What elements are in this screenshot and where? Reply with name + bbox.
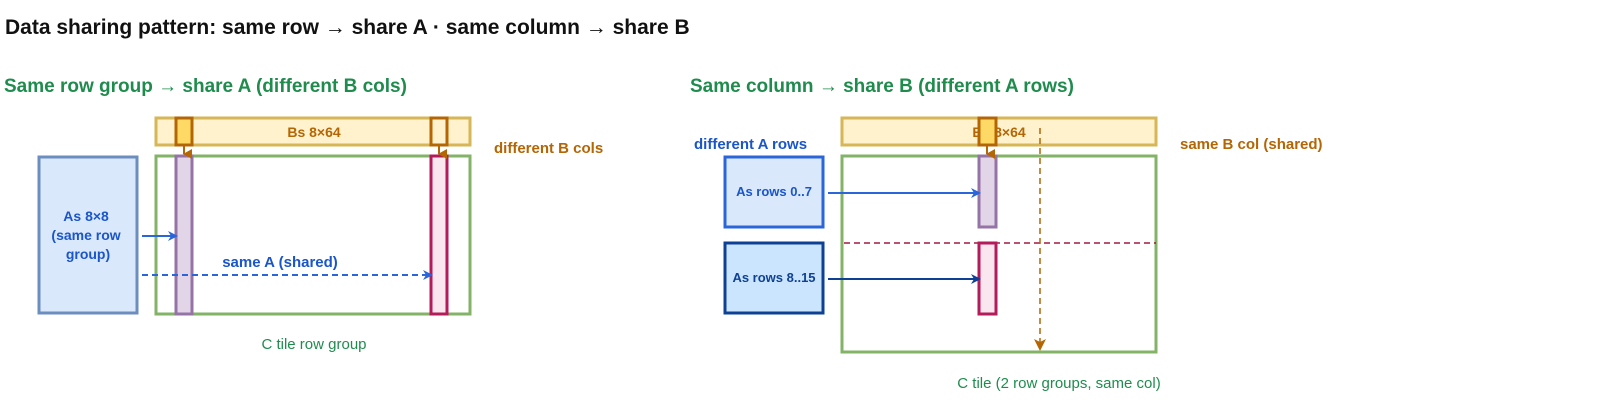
- left-caption: C tile row group: [261, 336, 366, 353]
- left-heading: Same row group → share A (different B co…: [4, 76, 407, 97]
- page-title: Data sharing pattern: same row → share A…: [5, 16, 690, 39]
- left-c-tile: [154, 154, 472, 316]
- right-same-b-col-label: same B col (shared): [1180, 136, 1323, 153]
- right-caption: C tile (2 row groups, same col): [957, 375, 1160, 392]
- right-purple-column: [977, 154, 998, 229]
- right-as-bottom-box: [723, 241, 825, 315]
- left-bs-tab-2: [429, 116, 449, 147]
- left-as-box: [37, 155, 139, 315]
- left-as-label-line3: group): [66, 246, 110, 262]
- right-crimson-column: [977, 241, 998, 316]
- left-different-b-cols-label: different B cols: [494, 140, 603, 157]
- right-bs-strip: [840, 116, 1158, 147]
- left-bs-label: Bs 8×64: [287, 124, 341, 140]
- left-bs-tab-1: [174, 116, 194, 147]
- left-as-label-line2: (same row: [51, 227, 120, 243]
- left-crimson-column: [429, 154, 449, 316]
- left-as-label: As 8×8 (same row group): [51, 208, 124, 262]
- right-different-a-rows-label: different A rows: [694, 136, 807, 153]
- right-panel: Same column → share B (different A rows)…: [690, 76, 1323, 392]
- right-c-tile: [840, 154, 1158, 354]
- right-bs-tab: [977, 116, 998, 147]
- right-as-top-box: [723, 155, 825, 229]
- left-purple-column: [174, 154, 194, 316]
- left-panel: Same row group → share A (different B co…: [4, 76, 603, 353]
- right-heading: Same column → share B (different A rows): [690, 76, 1074, 97]
- left-shared-label: same A (shared): [222, 254, 338, 271]
- left-bs-strip: [154, 116, 472, 147]
- right-as-bottom-label: As rows 8..15: [732, 270, 815, 285]
- left-as-label-line1: As 8×8: [63, 208, 109, 224]
- right-as-top-label: As rows 0..7: [736, 184, 812, 199]
